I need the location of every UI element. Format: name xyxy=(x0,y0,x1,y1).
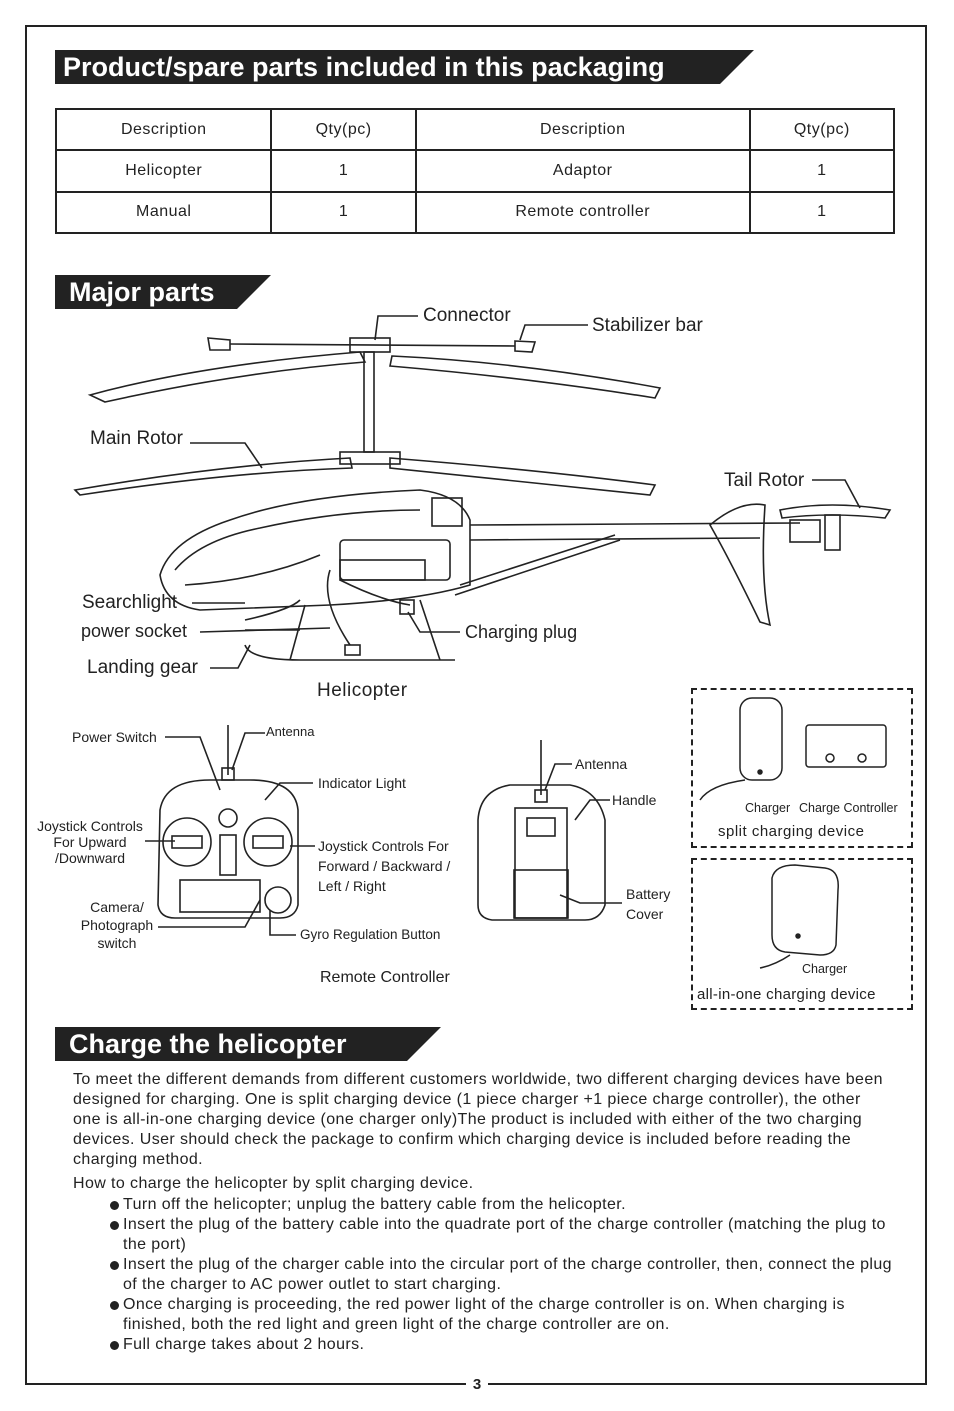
split-charger-label: Charger xyxy=(745,801,791,815)
main-rotor-label: Main Rotor xyxy=(90,428,183,449)
table-cell: Manual xyxy=(54,190,273,235)
charge-howto-text: How to charge the helicopter by split ch… xyxy=(73,1175,474,1192)
handle-label: Handle xyxy=(612,792,657,808)
charging-plug-label: Charging plug xyxy=(465,622,578,642)
table-header: Qty(pc) xyxy=(748,107,896,152)
table-cell: Remote controller xyxy=(414,190,751,235)
camera-switch-label: Camera/ Photograph switch xyxy=(80,899,154,951)
list-item: Full charge takes about 2 hours. xyxy=(110,1335,900,1355)
antenna-label: Antenna xyxy=(266,724,315,739)
split-charging-device-box xyxy=(691,688,913,848)
charge-controller-label: Charge Controller xyxy=(799,801,898,815)
searchlight-label: Searchlight xyxy=(82,592,178,613)
list-item: Insert the plug of the battery cable int… xyxy=(110,1215,900,1255)
charge-intro-paragraph: To meet the different demands from diffe… xyxy=(73,1071,883,1168)
joystick-forward-label: Joystick Controls For Forward / Backward… xyxy=(318,838,451,894)
charge-title-text: Charge the helicopter xyxy=(69,1029,347,1059)
major-parts-title: Major parts xyxy=(55,275,271,309)
list-item: Insert the plug of the charger cable int… xyxy=(110,1255,900,1295)
joystick-updown-label: Joystick Controls For Upward /Downward xyxy=(37,818,143,866)
landing-gear-label: Landing gear xyxy=(87,657,198,678)
back-antenna-label: Antenna xyxy=(575,756,628,772)
page-number: 3 xyxy=(466,1376,488,1393)
remote-controller-caption: Remote Controller xyxy=(320,969,450,986)
charge-steps-list: Turn off the helicopter; unplug the batt… xyxy=(110,1195,900,1355)
parts-section-title: Product/spare parts included in this pac… xyxy=(55,50,754,84)
power-switch-label: Power Switch xyxy=(72,729,157,745)
all-in-one-charging-box xyxy=(691,858,913,1010)
parts-table: Description Qty(pc) Description Qty(pc) … xyxy=(54,107,896,235)
parts-title-text: Product/spare parts included in this pac… xyxy=(63,52,665,82)
table-cell: 1 xyxy=(270,149,417,193)
list-item: Turn off the helicopter; unplug the batt… xyxy=(110,1195,900,1215)
table-header: Description xyxy=(54,107,273,152)
power-socket-label: power socket xyxy=(81,621,188,641)
table-row: Helicopter 1 Adaptor 1 xyxy=(54,149,896,193)
connector-label: Connector xyxy=(423,305,511,326)
all-in-one-charger-label: Charger xyxy=(802,962,848,976)
tail-rotor-label: Tail Rotor xyxy=(724,470,805,491)
table-cell: Helicopter xyxy=(54,149,273,193)
indicator-light-label: Indicator Light xyxy=(318,775,406,791)
table-cell: 1 xyxy=(748,190,896,235)
list-item: Once charging is proceeding, the red pow… xyxy=(110,1295,900,1335)
major-title-text: Major parts xyxy=(69,277,215,307)
table-cell: Adaptor xyxy=(414,149,751,193)
table-header: Qty(pc) xyxy=(270,107,417,152)
charge-section-title: Charge the helicopter xyxy=(55,1027,441,1061)
gyro-button-label: Gyro Regulation Button xyxy=(300,927,441,942)
all-in-one-caption: all-in-one charging device xyxy=(697,986,876,1003)
split-charging-caption: split charging device xyxy=(718,823,865,840)
helicopter-caption: Helicopter xyxy=(317,680,408,701)
table-header: Description xyxy=(414,107,751,152)
table-row: Manual 1 Remote controller 1 xyxy=(54,190,896,235)
table-header-row: Description Qty(pc) Description Qty(pc) xyxy=(54,107,896,152)
table-cell: 1 xyxy=(748,149,896,193)
table-cell: 1 xyxy=(270,190,417,235)
battery-cover-label: Battery Cover xyxy=(626,886,671,922)
stabilizer-bar-label: Stabilizer bar xyxy=(592,315,703,336)
